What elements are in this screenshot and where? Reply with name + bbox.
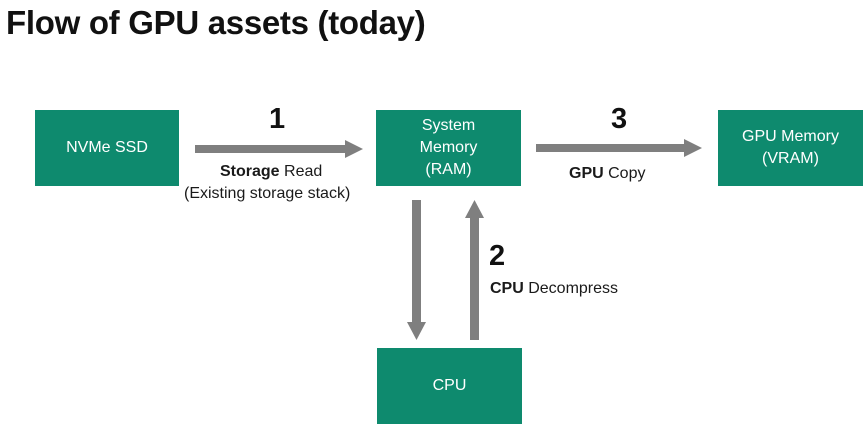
gpu-memory-label-line1: GPU Memory [742, 128, 839, 145]
step-3-label: GPU Copy [569, 164, 645, 184]
arrow-ram-to-vram [536, 139, 702, 157]
system-memory-label-line3: (RAM) [425, 161, 472, 178]
step-1-label: Storage Read [220, 162, 322, 182]
gpu-memory-box: GPU Memory (VRAM) [718, 110, 863, 186]
arrow-ssd-to-ram [195, 140, 363, 158]
step-3-number: 3 [611, 103, 628, 135]
step-2-label-bold: CPU [490, 280, 524, 297]
page-title: Flow of GPU assets (today) [6, 4, 426, 41]
step-1-sublabel: (Existing storage stack) [184, 185, 351, 202]
cpu-box: CPU [377, 348, 522, 424]
step-1-label-rest: Read [279, 163, 323, 180]
cpu-label: CPU [432, 377, 467, 394]
gpu-memory-label-line2: (VRAM) [762, 150, 819, 167]
arrow-cpu-to-ram [465, 200, 484, 340]
nvme-ssd-label: NVMe SSD [66, 139, 148, 156]
step-2-label-rest: Decompress [523, 280, 619, 297]
step-3-label-rest: Copy [603, 165, 646, 182]
arrow-ram-to-cpu [407, 200, 426, 340]
step-3-label-bold: GPU [569, 165, 604, 182]
step-2-number: 2 [489, 240, 506, 272]
step-1-label-bold: Storage [220, 163, 280, 180]
step-1-number: 1 [269, 103, 286, 135]
system-memory-label-line1: System [421, 117, 476, 134]
nvme-ssd-box: NVMe SSD [35, 110, 179, 186]
step-2-label: CPU Decompress [490, 279, 618, 299]
system-memory-box: System Memory (RAM) [376, 110, 521, 186]
system-memory-label-line2: Memory [419, 139, 478, 156]
